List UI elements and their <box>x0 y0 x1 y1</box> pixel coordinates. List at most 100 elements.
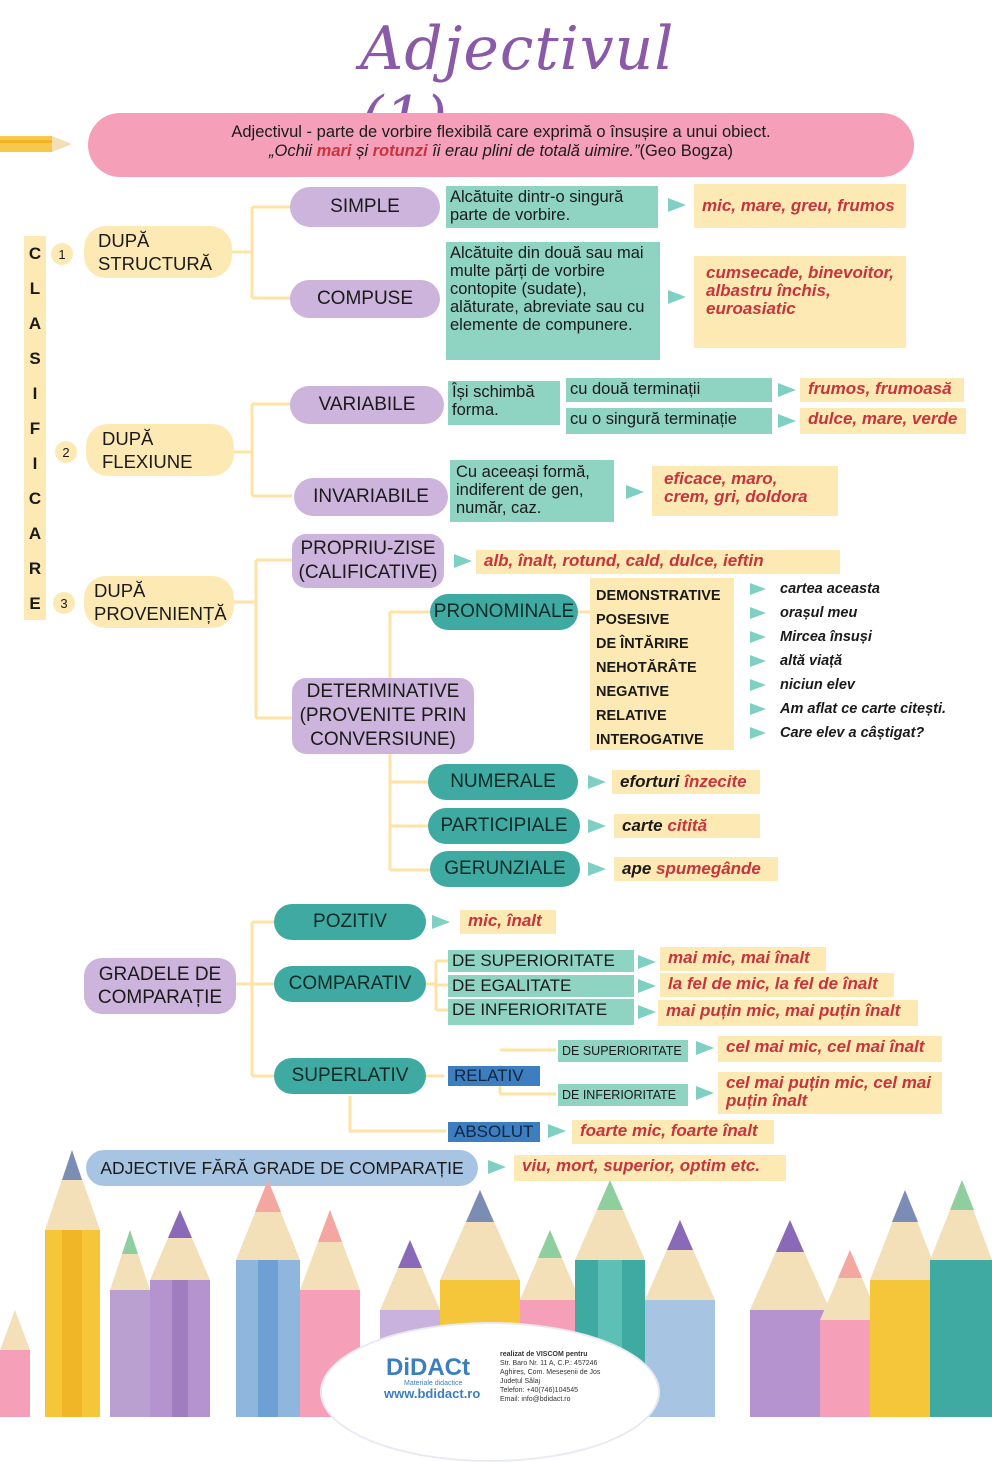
participle-label: PARTICIPIALE <box>428 808 580 844</box>
gerund-example: ape spumegânde <box>614 857 778 881</box>
group-number: 3 <box>53 592 75 614</box>
proper-examples: alb, înalt, rotund, cald, dulce, ieftin <box>476 550 840 574</box>
pronominal-types: DEMONSTRATIVE POSESIVE DE ÎNTĂRIRE NEHOT… <box>590 578 734 750</box>
numeral-label: NUMERALE <box>428 764 578 800</box>
pencil-decoration <box>0 136 72 152</box>
two-endings: cu două terminații <box>566 378 772 402</box>
example-text: carte <box>622 816 668 835</box>
relative-label: RELATIV <box>448 1066 540 1086</box>
address: Str. Baro Nr. 11 A, C.P.: 457246 <box>500 1360 598 1367</box>
compound-examples: cumsecade, binevoitor, albastru închis, … <box>694 256 906 348</box>
quote-author: (Geo Bogza) <box>639 142 734 160</box>
invariable-desc: Cu aceeași formă, indiferent de gen, num… <box>450 460 614 522</box>
no-degrees-label: ADJECTIVE FĂRĂ GRADE DE COMPARAȚIE <box>86 1150 478 1186</box>
group-origin: DUPĂ PROVENIENȚĂ <box>84 576 234 628</box>
comp-eq-example: la fel de mic, la fel de înalt <box>660 973 894 997</box>
participle-example: carte citită <box>614 814 760 838</box>
pronominal-example: niciun elev <box>780 677 855 693</box>
simple-label: SIMPLE <box>290 187 440 227</box>
letter: S <box>29 349 41 368</box>
one-ending: cu o singură terminație <box>566 408 772 434</box>
pronominal-type: INTEROGATIVE <box>596 732 704 748</box>
degrees-label: GRADELE DE COMPARAȚIE <box>84 958 236 1014</box>
contact-info: realizat de VISCOM pentru Str. Baro Nr. … <box>500 1350 640 1404</box>
group-number: 1 <box>51 243 73 265</box>
example-red: spumegânde <box>656 859 761 878</box>
quote-word-red: rotunzi <box>372 142 428 160</box>
pronominal-example: Am aflat ce carte citești. <box>780 701 947 717</box>
example-text: ape <box>622 859 657 878</box>
definition-quote: „Ochii mari și rotunzi îi erau plini de … <box>88 142 914 161</box>
email: Email: info@bdidact.ro <box>500 1396 571 1403</box>
brand-logo: DiDACt Materiale didactice <box>386 1354 496 1388</box>
quote-text: „Ochii <box>268 142 317 160</box>
super-inf-example: cel mai puțin mic, cel mai puțin înalt <box>718 1072 942 1114</box>
positive-label: POZITIV <box>274 904 426 940</box>
pronominal-examples: cartea aceasta orașul meu Mircea însuși … <box>780 577 985 749</box>
proper-label: PROPRIU-ZISE (CALIFICATIVE) <box>292 534 444 588</box>
pronominal-type: NEHOTĂRÂTE <box>596 660 697 676</box>
example-red: citită <box>667 816 708 835</box>
pronominal-example: orașul meu <box>780 605 858 621</box>
phone: Telefon: +40(746)104545 <box>500 1387 579 1394</box>
absolute-example: foarte mic, foarte înalt <box>572 1120 774 1144</box>
pronominal-example: altă viață <box>780 653 843 669</box>
no-degrees-example: viu, mort, superior, optim etc. <box>514 1155 786 1181</box>
superlative-label: SUPERLATIV <box>274 1058 426 1094</box>
gerund-label: GERUNZIALE <box>430 851 580 887</box>
super-sup-example: cel mai mic, cel mai înalt <box>718 1036 942 1062</box>
positive-example: mic, înalt <box>460 910 556 934</box>
quote-text: îi erau plini de totală uimire.” <box>427 142 640 160</box>
numeral-example: eforturi înzecite <box>612 770 760 794</box>
variable-label: VARIABILE <box>290 386 444 424</box>
quote-text: și <box>351 142 373 160</box>
letter: L <box>29 279 41 298</box>
example-text: eforturi <box>620 772 685 791</box>
letter: C <box>28 244 42 263</box>
definition-text: Adjectivul - parte de vorbire flexibilă … <box>231 123 771 141</box>
letter: C <box>28 489 42 508</box>
town: Aghireș, Com. Meseșenii de Jos <box>500 1369 601 1376</box>
super-inf-label: DE INFERIORITATE <box>558 1084 688 1106</box>
pronominal-label: PRONOMINALE <box>430 594 578 630</box>
letter: A <box>28 314 42 333</box>
example-red: înzecite <box>684 772 747 791</box>
letter: R <box>28 559 42 578</box>
brand-name: DiDACt <box>386 1354 470 1381</box>
quote-word-red: mari <box>316 142 352 160</box>
pronominal-example: Care elev a câștigat? <box>780 725 925 741</box>
pronominal-type: NEGATIVE <box>596 684 670 700</box>
definition-banner: Adjectivul - parte de vorbire flexibilă … <box>88 113 914 177</box>
group-flexion: DUPĂ FLEXIUNE <box>86 424 234 476</box>
determinative-label: DETERMINATIVE (PROVENITE PRIN CONVERSIUN… <box>292 678 474 754</box>
variable-desc: Își schimbă forma. <box>448 381 560 425</box>
comp-sup-example: mai mic, mai înalt <box>660 947 826 971</box>
invariable-label: INVARIABILE <box>294 478 448 516</box>
classification-vertical-label: C L A S I F I C A R E <box>24 236 46 620</box>
comp-sup-label: DE SUPERIORITATE <box>448 950 634 972</box>
letter: E <box>29 594 41 613</box>
two-endings-examples: frumos, frumoasă <box>800 378 964 402</box>
comp-eq-label: DE EGALITATE <box>448 975 634 997</box>
simple-examples: mic, mare, greu, frumos <box>694 184 906 228</box>
comparative-label: COMPARATIV <box>274 966 426 1002</box>
made-by: realizat de VISCOM pentru <box>500 1351 588 1358</box>
simple-desc: Alcătuite dintr-o singură parte de vorbi… <box>446 186 658 228</box>
group-structure: DUPĂ STRUCTURĂ <box>84 226 232 278</box>
pronominal-type: RELATIVE <box>596 708 667 724</box>
absolute-label: ABSOLUT <box>448 1122 540 1142</box>
comp-inf-example: mai puțin mic, mai puțin înalt <box>658 1000 918 1026</box>
pronominal-type: POSESIVE <box>596 612 670 628</box>
letter: A <box>28 524 42 543</box>
pronominal-example: Mircea însuși <box>780 629 872 645</box>
letter: I <box>32 384 38 403</box>
brand-url[interactable]: www.bdidact.ro <box>384 1386 481 1401</box>
pronominal-type: DE ÎNTĂRIRE <box>596 636 689 652</box>
letter: I <box>32 454 38 473</box>
county: Județul Sălaj <box>500 1378 541 1385</box>
brand-tagline: Materiale didactice <box>404 1380 463 1387</box>
invariable-examples: eficace, maro, crem, gri, doldora <box>652 466 838 516</box>
pronominal-type: DEMONSTRATIVE <box>596 588 721 604</box>
group-number: 2 <box>55 441 77 463</box>
comp-inf-label: DE INFERIORITATE <box>448 999 634 1025</box>
